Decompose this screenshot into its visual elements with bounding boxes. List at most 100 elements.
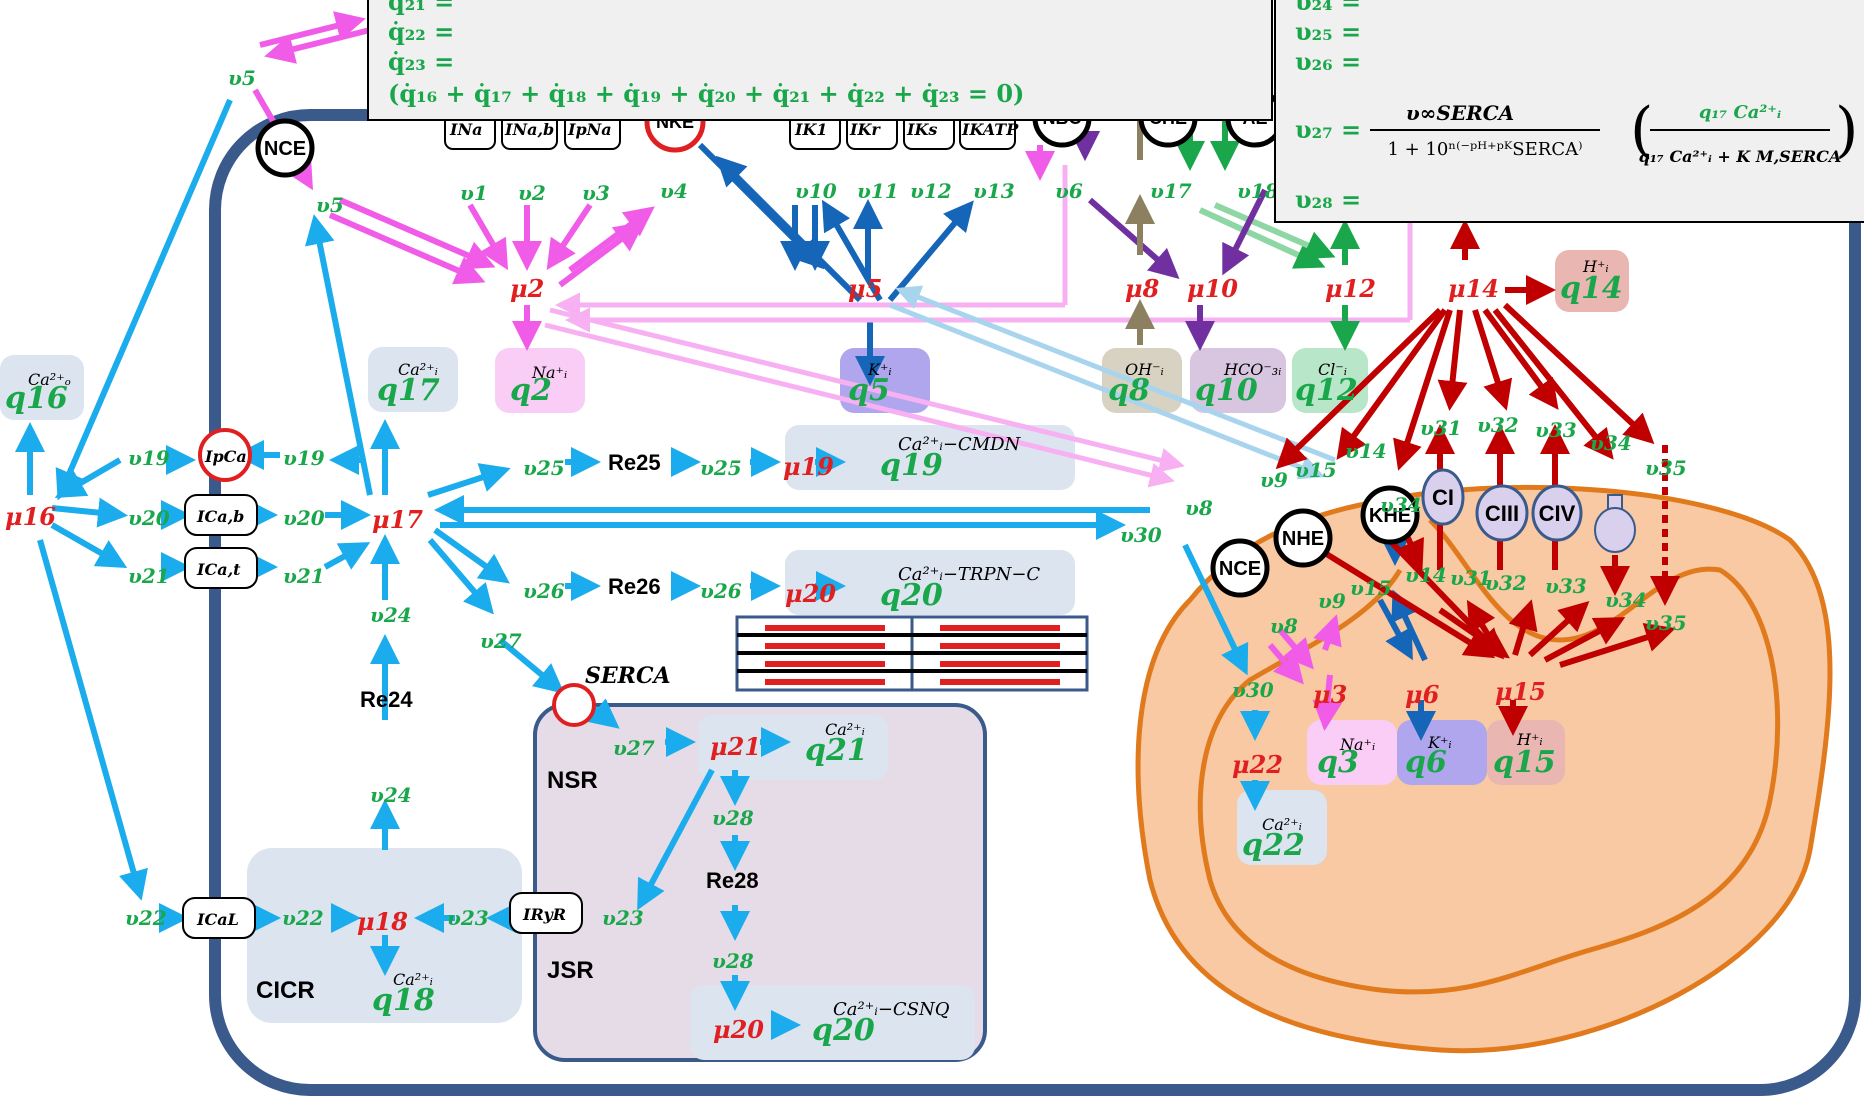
label-ipca: IpCa: [204, 447, 247, 466]
nce-top-label: NCE: [264, 138, 306, 160]
svg-text:q2: q2: [510, 373, 552, 408]
blue-ca-arrows: [14, 98, 1270, 1040]
channel-icab: [184, 494, 258, 536]
svg-text:q5: q5: [848, 373, 890, 408]
flux-v6: υ6: [1055, 179, 1083, 203]
eq-right-l4-num: υ∞SERCA: [1406, 101, 1514, 125]
serca-pump: [552, 683, 596, 727]
channel-icat: [184, 547, 258, 589]
light-green-arrows: [1198, 202, 1336, 269]
flux-v34b: υ34: [1605, 588, 1647, 612]
species-box-q20b: [690, 985, 975, 1060]
label-icab: ICa,b: [196, 507, 244, 526]
node-mu16: μ16: [5, 502, 56, 531]
flux-v5a: υ5: [228, 66, 256, 90]
flux-v21b: υ21: [283, 564, 325, 588]
red-h-arrows: [1275, 219, 1680, 736]
flux-v20a: υ20: [128, 506, 170, 530]
flux-v1: υ1: [460, 181, 488, 205]
svg-text:): ): [1835, 95, 1858, 165]
svg-text:Ca²⁺ᵢ−TRPN−C: Ca²⁺ᵢ−TRPN−C: [898, 564, 1040, 585]
node-mu22: μ22: [1232, 750, 1283, 779]
species-box-q20a: [785, 550, 1075, 615]
svg-text:H⁺ᵢ: H⁺ᵢ: [1582, 257, 1609, 276]
svg-text:Cl⁻ᵢ: Cl⁻ᵢ: [1318, 360, 1347, 379]
node-mu20a: μ20: [785, 579, 836, 608]
light-blue-arrows: [889, 285, 1336, 480]
svg-text:Na⁺ᵢ: Na⁺ᵢ: [1339, 735, 1375, 754]
myofilament-icon: [735, 615, 1089, 692]
complex-iii-label: CIII: [1485, 501, 1519, 526]
nce-mito-transporter: NCE: [1210, 538, 1270, 598]
species-box-q10: [1190, 348, 1286, 413]
svg-text:K⁺ᵢ: K⁺ᵢ: [1427, 733, 1452, 752]
species-box-q15: [1487, 720, 1565, 785]
svg-text:q20: q20: [880, 578, 943, 613]
flux-v14b: υ14: [1405, 563, 1447, 587]
flux-v8b: υ8: [1270, 614, 1298, 638]
svg-text:q14: q14: [1560, 271, 1623, 306]
nce-top-transporter: NCE: [255, 118, 315, 178]
channel-ical: [182, 897, 256, 939]
svg-text:Ca²⁺ᵢ: Ca²⁺ᵢ: [1262, 815, 1302, 834]
label-inab: INa,b: [504, 120, 554, 139]
flux-v9b: υ9: [1318, 589, 1346, 613]
node-mu6: μ6: [1405, 680, 1440, 709]
flux-v31b: υ31: [1450, 566, 1492, 590]
node-mu20b: μ20: [713, 1015, 764, 1044]
flux-v30b: υ30: [1232, 678, 1274, 702]
flux-v13: υ13: [973, 179, 1015, 203]
flux-v33b: υ33: [1545, 574, 1587, 598]
flux-v32b: υ32: [1485, 571, 1527, 595]
flux-v28b: υ28: [712, 949, 754, 973]
label-cicr: CICR: [256, 977, 315, 1004]
flux-v24b: υ24: [370, 783, 412, 807]
khe-label: KHE: [1369, 505, 1411, 527]
flux-v15a: υ15: [1295, 458, 1337, 482]
flux-v28a: υ28: [712, 806, 754, 830]
flux-v3: υ3: [582, 181, 610, 205]
flux-v27a: υ27: [480, 629, 522, 653]
node-mu5: μ5: [848, 274, 882, 303]
equation-box-right: υ₂₄ = υ₂₅ = υ₂₆ = υ₂₇ = υ∞SERCA 1 + 10ⁿ⁽…: [1274, 0, 1864, 223]
species-box-q16: [0, 355, 84, 420]
flux-v12: υ12: [910, 179, 952, 203]
label-ik1: IK1: [794, 120, 828, 139]
eq-right-l1: υ₂₄ =: [1295, 0, 1361, 16]
label-ikatp: IKATP: [961, 120, 1019, 139]
complex-iii: CIII: [1475, 484, 1529, 542]
node-mu18: μ18: [357, 907, 408, 936]
node-mu17: μ17: [372, 505, 423, 534]
flux-v5b: υ5: [316, 193, 344, 217]
eq-left-l2: q̇₂₂ =: [388, 17, 454, 46]
species-box-q21: [698, 715, 888, 780]
label-ina: INa: [449, 120, 482, 139]
nhe-transporter: NHE: [1273, 508, 1333, 568]
eq-left-l4: (q̇₁₆ + q̇₁₇ + q̇₁₈ + q̇₁₉ + q̇₂₀ + q̇₂₁…: [388, 79, 1024, 108]
channels: [182, 111, 1016, 939]
svg-text:HCO⁻₃ᵢ: HCO⁻₃ᵢ: [1223, 360, 1281, 379]
khe-transporter: KHE: [1360, 485, 1420, 545]
flux-v10: υ10: [795, 179, 837, 203]
eq-right-l4-den: 1 + 10ⁿ⁽⁻ᵖᴴ⁺ᵖᴷSERCA⁾: [1387, 139, 1582, 160]
complex-iv-label: CIV: [1539, 501, 1576, 526]
label-jsr: JSR: [547, 957, 594, 984]
node-mu10: μ10: [1187, 274, 1238, 303]
label-ical: ICaL: [196, 910, 239, 929]
flux-v25b: υ25: [700, 456, 742, 480]
species-box-q2: [495, 348, 585, 413]
label-serca: SERCA: [585, 663, 671, 689]
